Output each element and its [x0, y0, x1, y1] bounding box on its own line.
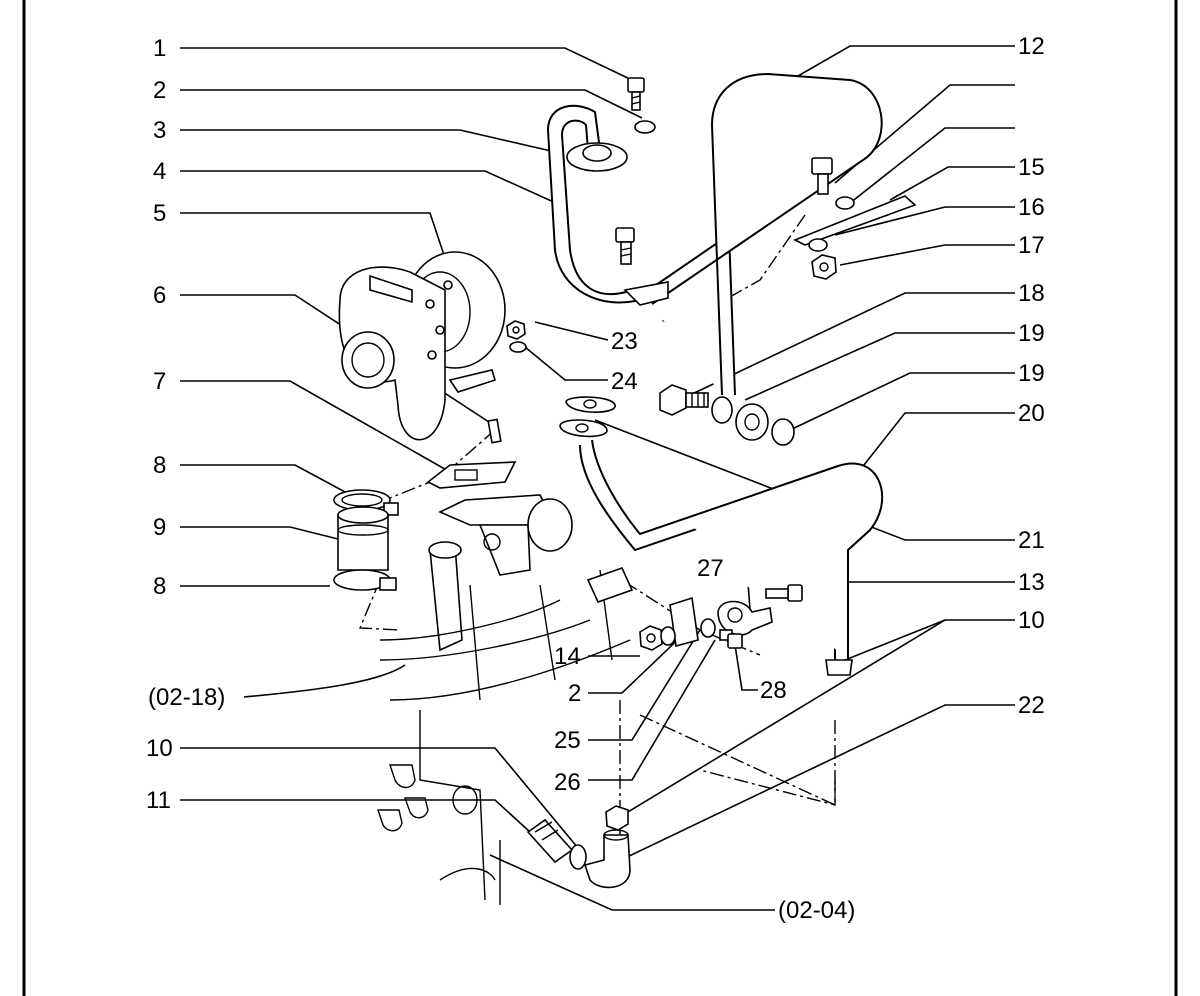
callout-2: 2	[153, 77, 166, 104]
callout-12: 12	[1018, 33, 1045, 60]
callout-24: 24	[611, 368, 638, 395]
stud-part-6	[487, 418, 502, 444]
adapter-part-11	[526, 818, 574, 864]
callout-21: 21	[1018, 527, 1045, 554]
callout-19-bottom: 19	[1018, 360, 1045, 387]
exhaust-manifold	[379, 494, 631, 701]
callout-3: 3	[153, 117, 166, 144]
callout-labels: 1 2 3 4 5 6 7 8 9 8 (02-18) 10 11 12 15 …	[146, 33, 1045, 924]
washer-part-2-b	[660, 626, 676, 646]
nut-part-23	[506, 320, 526, 340]
washer-part-16	[808, 238, 828, 252]
callout-17: 17	[1018, 232, 1045, 259]
hose-part-9	[337, 506, 389, 571]
bolt-part-28	[719, 629, 743, 649]
callout-11: 11	[146, 787, 171, 814]
callout-18: 18	[1018, 280, 1045, 307]
callout-2-lower: 2	[568, 680, 581, 707]
callout-10-left: 10	[146, 735, 173, 762]
callout-25: 25	[554, 727, 581, 754]
bolt-part-12-a	[811, 157, 833, 195]
gasket-part-21	[559, 396, 616, 438]
hose-clamp-part-10-b	[605, 805, 629, 831]
washer-part-14	[835, 196, 855, 210]
nut-part-17	[811, 254, 837, 280]
washer-part-25	[700, 618, 716, 638]
seal-washer-part-19-b	[771, 418, 795, 446]
banjo-bolt-part-18	[659, 384, 709, 416]
callout-6: 6	[153, 282, 166, 309]
callout-16: 16	[1018, 194, 1045, 221]
engine-block-outline	[377, 710, 501, 905]
clamp-part-8-bottom	[333, 569, 397, 591]
callout-02-04: (02-04)	[778, 897, 855, 924]
hose-clamp-part-10-a	[569, 844, 587, 870]
seal-washer-part-19-a	[711, 396, 733, 424]
bolt-part-1	[627, 77, 645, 111]
callout-20: 20	[1018, 400, 1045, 427]
callout-26: 26	[554, 769, 581, 796]
washer-part-2	[634, 120, 656, 134]
gasket-part-7	[426, 461, 517, 489]
callout-13: 13	[1018, 569, 1045, 596]
oil-return-pipe-part-20	[579, 439, 884, 676]
callout-9: 9	[153, 514, 166, 541]
callout-15: 15	[1018, 154, 1045, 181]
washer-part-24	[509, 341, 527, 353]
clamp-block	[586, 567, 634, 603]
elbow-fitting-part-22	[583, 829, 631, 889]
callout-4: 4	[153, 158, 166, 185]
callout-5: 5	[153, 200, 166, 227]
callout-02-18: (02-18)	[148, 684, 225, 711]
pipe-clamp-part-27	[717, 600, 773, 636]
callout-23: 23	[611, 328, 638, 355]
callout-10-right: 10	[1018, 607, 1045, 634]
callout-27: 27	[697, 555, 724, 582]
leader-lines	[180, 45, 1015, 911]
turbocharger-part-5	[338, 251, 506, 441]
oil-pipe-left-loop	[546, 104, 641, 304]
callout-1: 1	[153, 35, 166, 62]
nut-part-14	[639, 625, 663, 651]
banjo-fitting	[735, 403, 769, 441]
bolt-part-13	[765, 584, 803, 602]
callout-8-top: 8	[153, 452, 166, 479]
flange-part-3	[566, 142, 628, 172]
oil-pipe-part-12	[623, 72, 883, 396]
bracket-part-15	[793, 195, 917, 246]
callout-22: 22	[1018, 692, 1045, 719]
callout-8-bottom: 8	[153, 573, 166, 600]
callout-19-top: 19	[1018, 320, 1045, 347]
bolt-part-4	[615, 227, 635, 265]
callout-7: 7	[153, 368, 166, 395]
callout-14: 14	[554, 643, 581, 670]
callout-28: 28	[760, 677, 787, 704]
